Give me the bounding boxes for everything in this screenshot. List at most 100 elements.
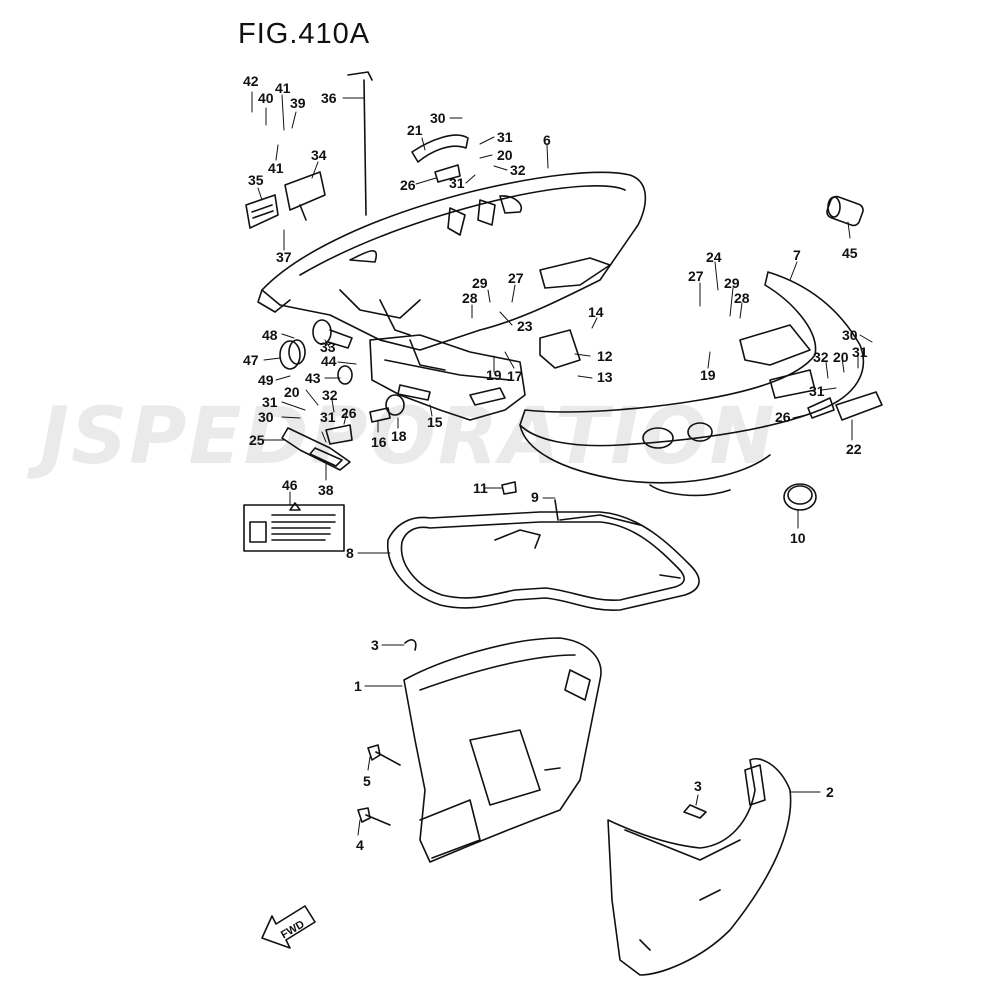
callout-45: 45 — [842, 245, 858, 261]
callout-26: 26 — [775, 409, 791, 425]
callout-28: 28 — [462, 290, 478, 306]
callout-48: 48 — [262, 327, 278, 343]
fwd-arrow-icon — [261, 905, 316, 949]
callout-1: 1 — [354, 678, 362, 694]
callout-30: 30 — [430, 110, 446, 126]
callout-32: 32 — [510, 162, 526, 178]
part-1-side-cover-left — [403, 637, 602, 863]
callout-13: 13 — [597, 369, 613, 385]
callout-10: 10 — [790, 530, 806, 546]
part-45-grommet — [826, 195, 864, 227]
part-6-bottom-cowling-left — [257, 171, 647, 351]
figure-title: FIG.410A — [238, 18, 371, 50]
part-18-collar — [385, 394, 405, 416]
part-15-bracket — [369, 334, 526, 421]
part-34-bracket — [284, 171, 326, 221]
callout-5: 5 — [363, 773, 371, 789]
part-38-grip-liner — [309, 447, 343, 467]
part-9-screw — [554, 499, 559, 521]
part-33-lever — [312, 319, 353, 349]
callout-30: 30 — [842, 327, 858, 343]
callout-16: 16 — [371, 434, 387, 450]
callout-20: 20 — [284, 384, 300, 400]
callout-31: 31 — [497, 129, 513, 145]
callout-12: 12 — [597, 348, 613, 364]
callout-26: 26 — [341, 405, 357, 421]
part-16-bolt — [369, 407, 391, 423]
leader-lines — [251, 91, 873, 836]
callout-37: 37 — [276, 249, 292, 265]
callout-26: 26 — [400, 177, 416, 193]
callout-24: 24 — [706, 249, 722, 265]
callout-27: 27 — [688, 268, 704, 284]
callout-38: 38 — [318, 482, 334, 498]
part-26-clip-top — [434, 164, 461, 183]
part-26-clip-right — [807, 397, 835, 419]
part-25-grip — [281, 427, 351, 471]
callout-31: 31 — [449, 175, 465, 191]
part-4-bolt — [357, 807, 391, 826]
callout-27: 27 — [508, 270, 524, 286]
part-5-bolt — [367, 744, 401, 766]
callout-6: 6 — [543, 132, 551, 148]
callout-31: 31 — [809, 383, 825, 399]
callout-9: 9 — [531, 489, 539, 505]
callout-3: 3 — [371, 637, 379, 653]
callout-43: 43 — [305, 370, 321, 386]
part-21-handle — [411, 134, 469, 163]
callout-20: 20 — [497, 147, 513, 163]
part-10-plug — [783, 483, 817, 511]
callout-17: 17 — [507, 368, 523, 384]
callout-33: 33 — [320, 339, 336, 355]
part-8-seal — [387, 511, 700, 611]
part-3-clip-lower — [683, 804, 707, 819]
callout-3: 3 — [694, 778, 702, 794]
callout-19: 19 — [700, 367, 716, 383]
callout-30: 30 — [258, 409, 274, 425]
callout-14: 14 — [588, 304, 604, 320]
callout-46: 46 — [282, 477, 298, 493]
plug-hole-rear — [687, 422, 713, 442]
callout-labels: 42 40 41 39 36 41 35 34 37 30 21 31 20 2… — [243, 73, 868, 853]
callout-31: 31 — [320, 409, 336, 425]
callout-40: 40 — [258, 90, 274, 106]
callout-36: 36 — [321, 90, 337, 106]
callout-31: 31 — [262, 394, 278, 410]
callout-25: 25 — [249, 432, 265, 448]
callout-2: 2 — [826, 784, 834, 800]
callout-41: 41 — [275, 80, 291, 96]
part-47-latch — [279, 339, 306, 370]
part-46-caution-label — [243, 502, 345, 552]
callout-8: 8 — [346, 545, 354, 561]
callout-34: 34 — [311, 147, 327, 163]
part-36-rod — [347, 71, 373, 216]
part-43-collar — [337, 365, 353, 385]
callout-29: 29 — [724, 275, 740, 291]
part-22-grip-right — [835, 391, 883, 421]
part-2-side-cover-right — [607, 758, 792, 976]
part-12-bracket — [539, 329, 581, 369]
callout-47: 47 — [243, 352, 259, 368]
part-11-screw — [501, 481, 517, 495]
callout-22: 22 — [846, 441, 862, 457]
callout-18: 18 — [391, 428, 407, 444]
callout-41: 41 — [268, 160, 284, 176]
callout-31: 31 — [852, 344, 868, 360]
callout-20: 20 — [833, 349, 849, 365]
part-35-plate — [245, 194, 279, 229]
callout-4: 4 — [356, 837, 364, 853]
part-26-clip-left — [325, 424, 353, 445]
callout-29: 29 — [472, 275, 488, 291]
callout-21: 21 — [407, 122, 423, 138]
callout-42: 42 — [243, 73, 259, 89]
callout-44: 44 — [321, 353, 337, 369]
callout-35: 35 — [248, 172, 264, 188]
callout-49: 49 — [258, 372, 274, 388]
part-3-clip-upper — [404, 639, 417, 651]
callout-28: 28 — [734, 290, 750, 306]
callout-32: 32 — [322, 387, 338, 403]
callout-23: 23 — [517, 318, 533, 334]
callout-19: 19 — [486, 367, 502, 383]
callout-7: 7 — [793, 247, 801, 263]
